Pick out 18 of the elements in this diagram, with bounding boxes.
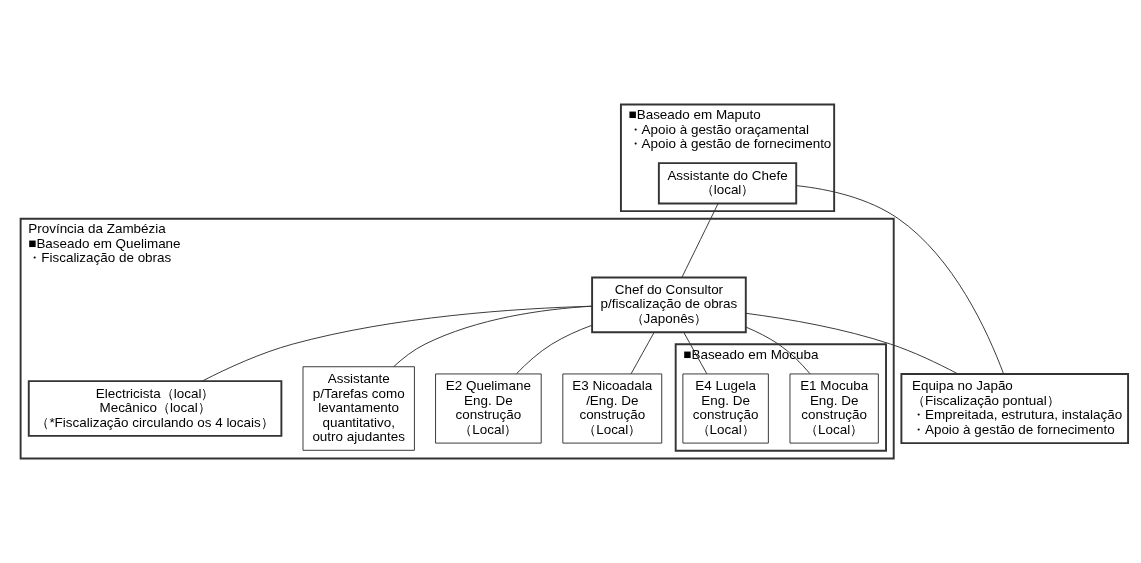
connector	[745, 326, 811, 375]
node-box: Assistante p/Tarefas como levantamento quantitativo, outro ajudantes	[302, 366, 415, 451]
node-box: E1 Mocuba Eng. De construção （Local）	[789, 373, 879, 444]
connector	[683, 331, 708, 375]
node-box: Electricista（local） Mecânico（local） （*Fiscalização circulando os 4 locais）	[27, 380, 283, 437]
connector	[745, 312, 959, 375]
connector	[681, 203, 719, 278]
connector	[516, 324, 593, 375]
node-box: E2 Quelimane Eng. De construção （Local）	[435, 373, 542, 444]
connector	[201, 305, 593, 382]
node-box: E4 Lugela Eng. De construção （Local）	[682, 373, 769, 444]
connector	[630, 331, 655, 375]
node-box: E3 Nicoadala /Eng. De construção （Local）	[562, 373, 663, 444]
connector	[393, 305, 593, 368]
node-box: Assistante do Chefe （local）	[657, 162, 798, 205]
node-box: Equipa no Japão （Fiscalização pontual） ・Empreitada, estrutura, instalação ・Apoio à gestão de fornecimento	[900, 373, 1130, 445]
connector	[796, 185, 1004, 375]
node-box: Chef do Consultor p/fiscalização de obras （Japonês）	[591, 276, 747, 334]
